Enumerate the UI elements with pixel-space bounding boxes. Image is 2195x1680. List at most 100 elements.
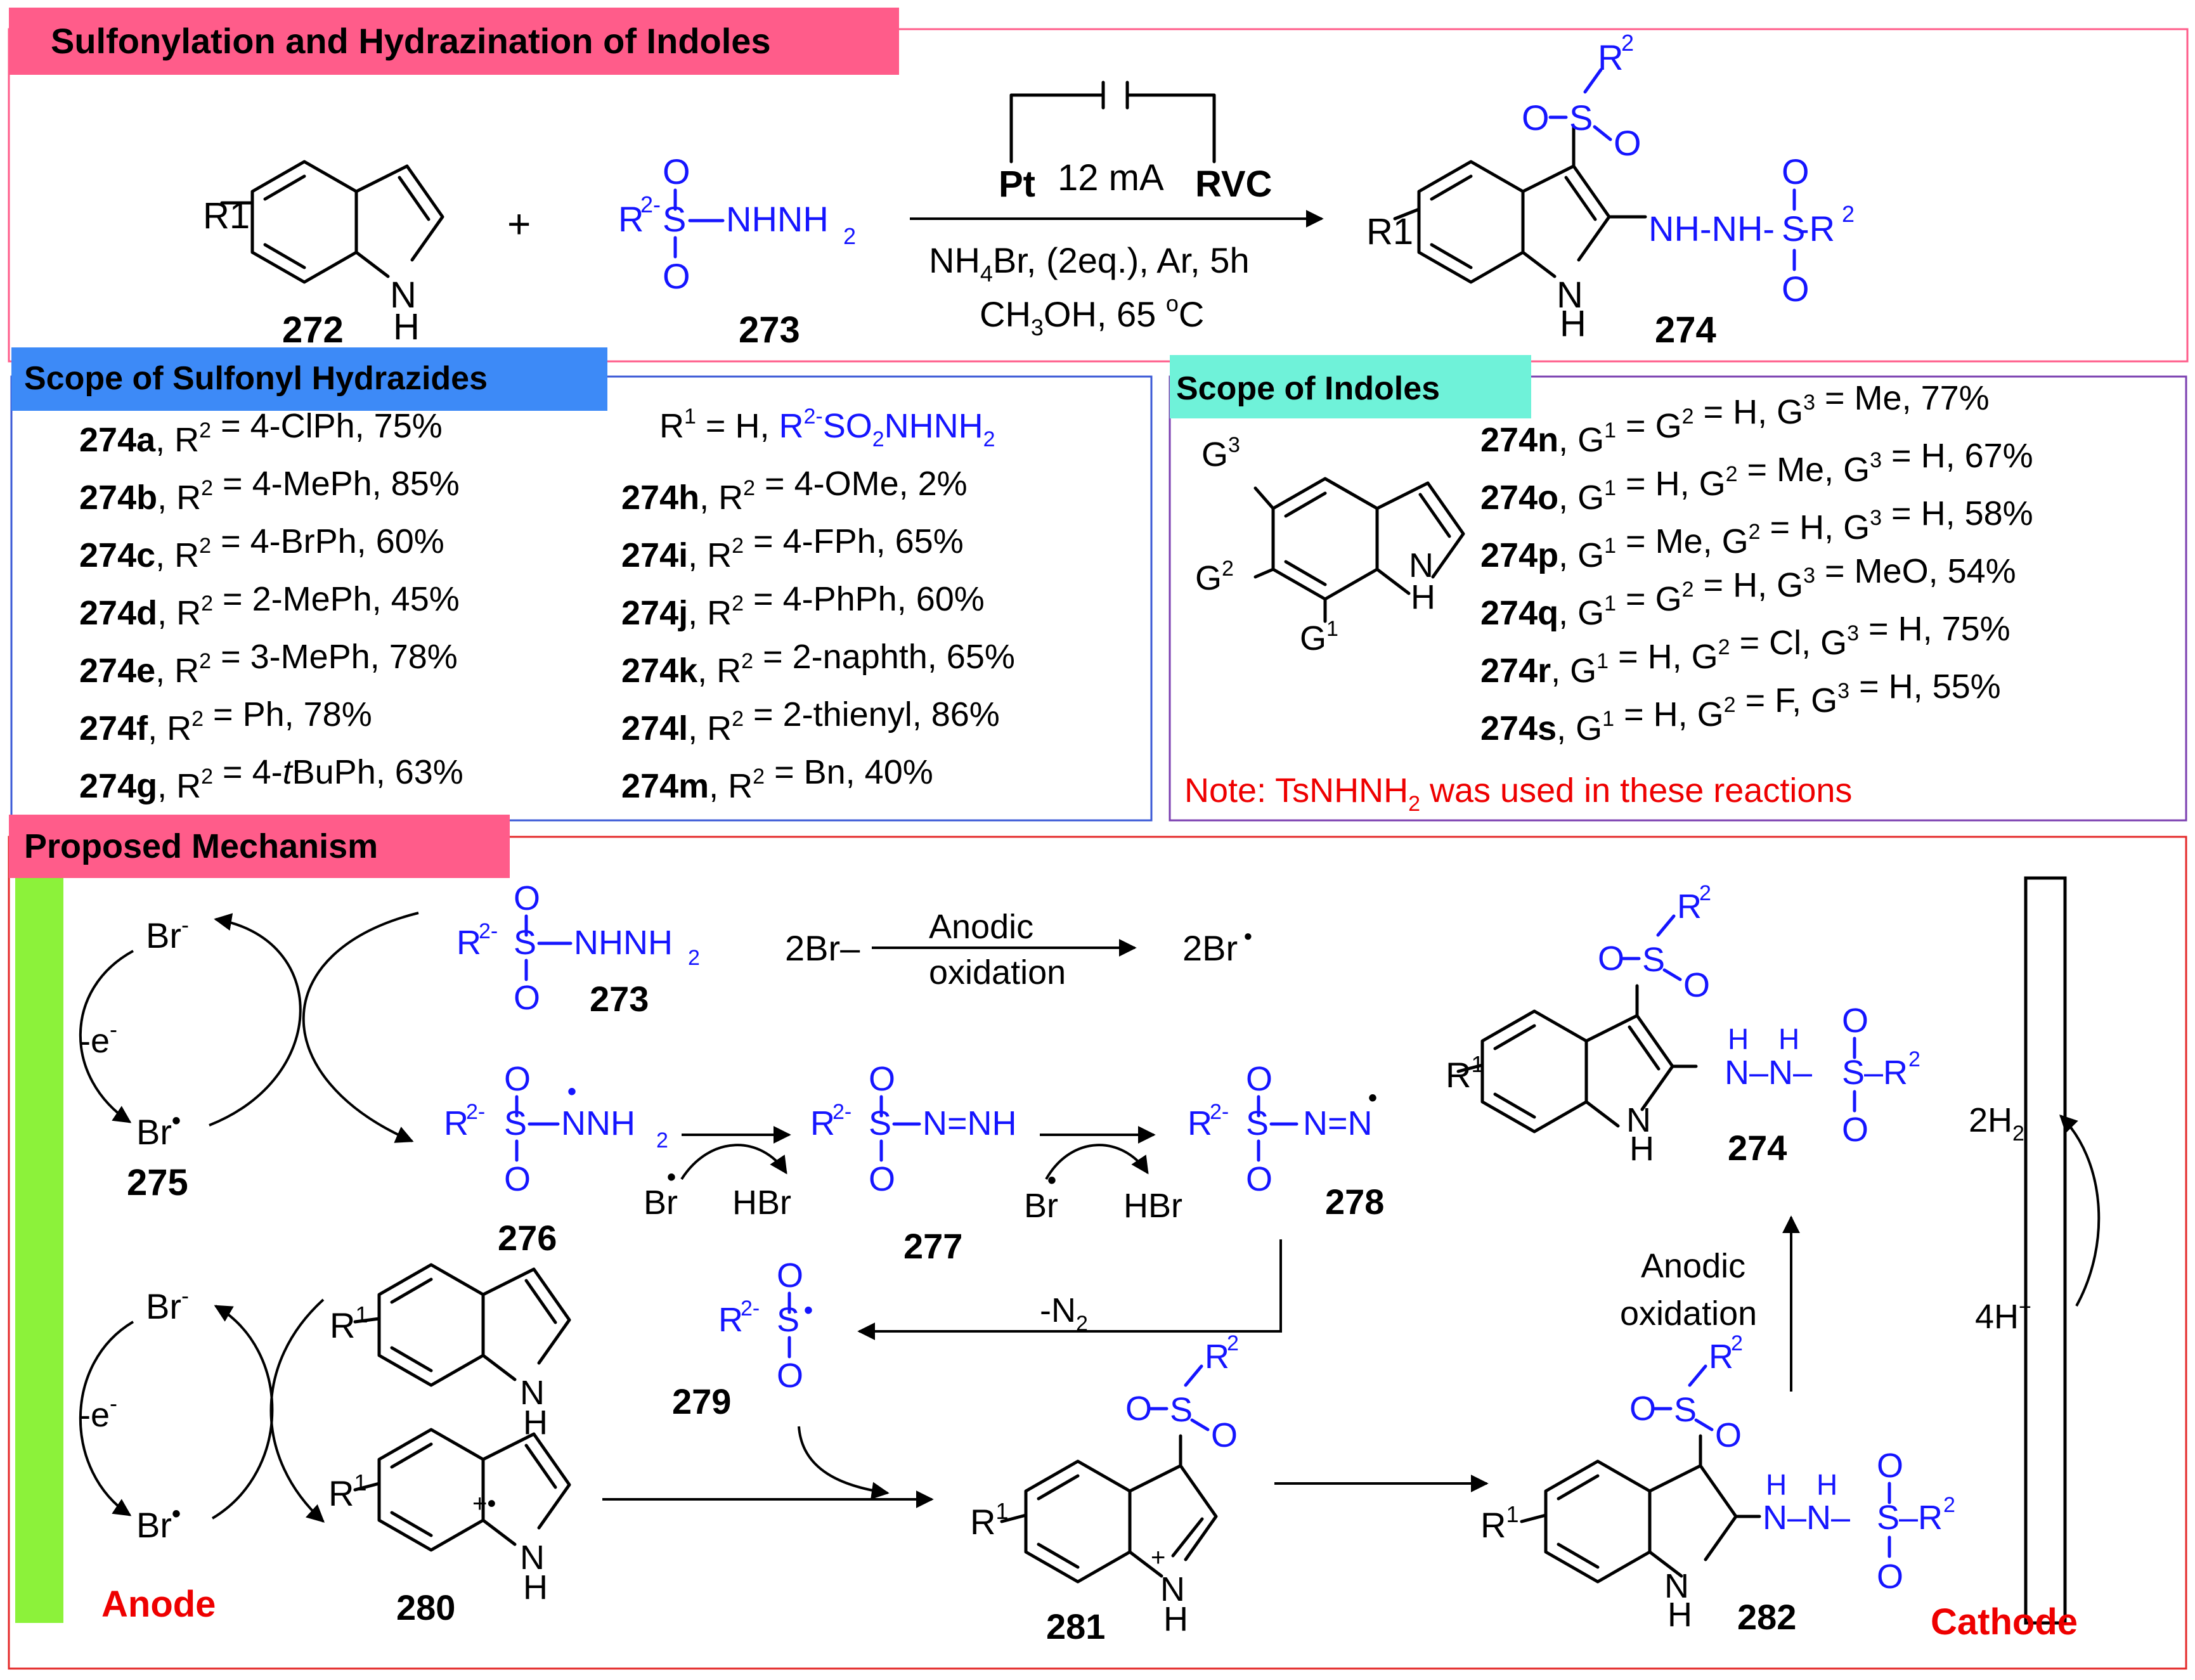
svg-text:O: O xyxy=(869,1160,895,1198)
svg-text:S: S xyxy=(777,1301,800,1339)
svg-text:N=N: N=N xyxy=(1303,1104,1373,1142)
hbr-2: HBr xyxy=(1123,1187,1182,1225)
svg-text:N–N–: N–N– xyxy=(1725,1054,1812,1092)
svg-text:O: O xyxy=(1715,1416,1742,1454)
cycle1-left-arrow xyxy=(79,950,134,1123)
svg-text:S: S xyxy=(514,924,536,962)
scope-item-274l: 274l, R2 = 2-thienyl, 86% xyxy=(621,695,1000,747)
mech-282-sulfonyl: O S R 2 O H H N–N– S –R 2 O O xyxy=(1629,1331,1955,1596)
svg-text:R: R xyxy=(718,1301,743,1339)
mech-273-structure: O R 2- S NHNH 2 O xyxy=(456,879,700,1017)
svg-text:S: S xyxy=(1782,209,1805,249)
mech-indole-structure xyxy=(353,1263,571,1387)
scope-item-274i: 274i, R2 = 4-FPh, 65% xyxy=(621,522,964,574)
svg-text:2-: 2- xyxy=(741,1296,760,1321)
svg-text:S: S xyxy=(1569,98,1593,138)
section2-header-bar xyxy=(11,347,607,411)
svg-text:2: 2 xyxy=(1842,201,1855,227)
mech-276-structure: O R 2- S • NNH 2 O xyxy=(444,1060,668,1198)
h-plus-text: 4H+ xyxy=(1975,1295,2031,1336)
svg-text:•: • xyxy=(1368,1084,1377,1112)
cycle1-right-arrow xyxy=(209,913,302,1127)
h-272: H xyxy=(393,306,420,347)
svg-text:R: R xyxy=(618,199,644,239)
mech-279-structure: O R 2- S • O xyxy=(718,1257,813,1395)
h-274: H xyxy=(1560,303,1586,344)
svg-text:O: O xyxy=(1877,1447,1903,1485)
scope-item-274a: 274a, R2 = 4-ClPh, 75% xyxy=(79,407,443,459)
svg-text:–R: –R xyxy=(1899,1499,1943,1537)
cathode-arrow xyxy=(2059,1115,2101,1307)
r1-h-line: R1 = H, R2-SO2NHNH2 xyxy=(659,404,995,451)
svg-text:2: 2 xyxy=(1943,1493,1955,1517)
svg-text:2-: 2- xyxy=(466,1100,485,1124)
cycle2-cross-arrow xyxy=(269,1298,325,1523)
svg-text:R: R xyxy=(1677,888,1702,926)
section3-header-bar xyxy=(1170,355,1531,418)
br-rad-3-dot: • xyxy=(1047,1166,1056,1194)
svg-text:O: O xyxy=(514,979,540,1017)
svg-text:–R: –R xyxy=(1864,1054,1908,1092)
svg-text:O: O xyxy=(504,1160,531,1198)
cycle2-right-arrow xyxy=(211,1305,274,1520)
hydrazide-273-structure: O R 2- S NHNH 2 O xyxy=(618,152,856,296)
mech-278-structure: O R 2- S N=N • O xyxy=(1188,1060,1377,1198)
svg-text:2-: 2- xyxy=(1210,1100,1229,1124)
label-276: 276 xyxy=(498,1218,557,1258)
cycle2-left-arrow xyxy=(79,1321,134,1516)
svg-text:S: S xyxy=(1842,1054,1865,1092)
section2-header: Scope of Sulfonyl Hydrazides xyxy=(24,360,488,397)
svg-text:S: S xyxy=(504,1104,527,1142)
svg-text:2-: 2- xyxy=(479,919,498,943)
nh-272: N xyxy=(390,275,417,316)
svg-text:NHNH: NHNH xyxy=(726,199,829,239)
scope-item-274p: 274p, G1 = Me, G2 = H, G3 = H, 58% xyxy=(1480,494,2033,574)
section4-header: Proposed Mechanism xyxy=(24,827,378,865)
svg-text:H: H xyxy=(1728,1023,1749,1056)
svg-text:NH-NH-: NH-NH- xyxy=(1648,209,1775,249)
svg-text:N=NH: N=NH xyxy=(923,1104,1017,1142)
label-272: 272 xyxy=(282,309,344,351)
svg-text:R: R xyxy=(810,1104,835,1142)
hydrazide-scope-left: 274a, R2 = 4-ClPh, 75% 274b, R2 = 4-MePh,… xyxy=(79,407,463,805)
svg-text:O: O xyxy=(1842,1002,1868,1040)
label-273-mech: 273 xyxy=(590,979,649,1019)
svg-text:2: 2 xyxy=(656,1128,668,1153)
svg-text:O: O xyxy=(777,1257,803,1295)
svg-text:O: O xyxy=(777,1357,803,1395)
anodic-ox-top-2: Anodic xyxy=(1641,1247,1745,1285)
scope-item-274b: 274b, R2 = 4-MePh, 85% xyxy=(79,465,460,517)
svg-text:-R: -R xyxy=(1797,209,1835,249)
indole-272-structure xyxy=(220,160,444,284)
minus-e-1: -e- xyxy=(79,1016,117,1060)
br-radical-2: Br• xyxy=(136,1500,181,1545)
condition-line-1: NH4Br, (2eq.), Ar, 5h xyxy=(929,240,1250,287)
svg-text:S: S xyxy=(663,199,686,239)
svg-text:O: O xyxy=(869,1060,895,1098)
mech-274-n: N xyxy=(1626,1101,1651,1139)
scope-item-274m: 274m, R2 = Bn, 40% xyxy=(621,753,933,805)
svg-text:O: O xyxy=(1125,1390,1152,1428)
svg-text:O: O xyxy=(514,879,540,917)
svg-text:O: O xyxy=(1614,123,1641,163)
mech-280-structure xyxy=(353,1428,571,1552)
mech-274-sulfonyl: O S R 2 O H H N–N– S –R 2 O O xyxy=(1598,881,1920,1149)
product-274-structure xyxy=(1393,125,1647,284)
condition-line-2: CH3OH, 65 oC xyxy=(980,290,1204,340)
scope-item-274k: 274k, R2 = 2-naphth, 65% xyxy=(621,638,1015,690)
label-282: 282 xyxy=(1737,1597,1796,1637)
r1-282: R1 xyxy=(1480,1501,1518,1545)
svg-text:O: O xyxy=(663,256,690,296)
svg-text:2: 2 xyxy=(843,223,856,249)
scope-item-274f: 274f, R2 = Ph, 78% xyxy=(79,695,372,747)
mech-281-h: H xyxy=(1163,1600,1188,1638)
r1-280: R1 xyxy=(328,1470,366,1513)
svg-text:S: S xyxy=(1642,941,1665,979)
svg-text:R: R xyxy=(456,924,481,962)
label-280: 280 xyxy=(396,1587,455,1627)
two-br-minus: 2Br– xyxy=(785,928,860,968)
svg-text:•: • xyxy=(567,1078,576,1106)
h2-text: 2H2 xyxy=(1969,1101,2024,1146)
cell-symbol xyxy=(1009,81,1216,164)
electrode-pt: Pt xyxy=(999,164,1035,205)
